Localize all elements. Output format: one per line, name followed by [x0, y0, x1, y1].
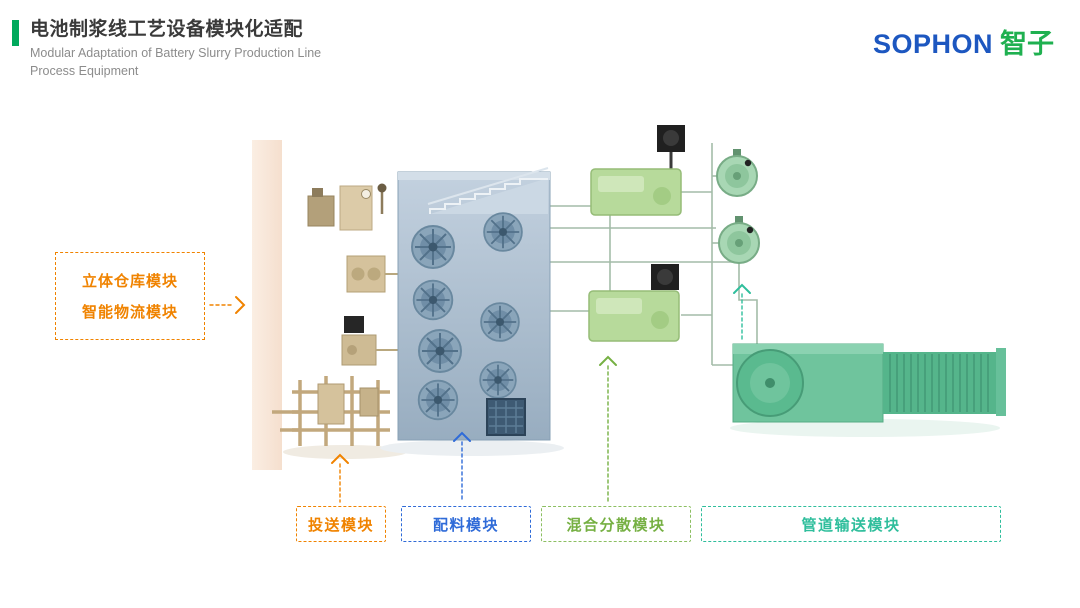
- batching-module-equipment: [380, 167, 564, 456]
- warehouse-arrow-icon: [209, 296, 246, 314]
- logo-brand-cn: 智子: [1000, 29, 1054, 59]
- mixing-module-equipment: [588, 125, 760, 342]
- warehouse-label-line1: 立体仓库模块: [81, 273, 178, 290]
- warehouse-logistics-label: 立体仓库模块 智能物流模块: [55, 252, 205, 340]
- pipes: [548, 143, 758, 366]
- warehouse-strip: [252, 140, 282, 470]
- logo-brand-en: SOPHON: [872, 29, 993, 59]
- pipeline-module-label-text: 管道输送模块: [801, 516, 901, 534]
- mixing-arrow-icon: [599, 355, 617, 503]
- batching-module-label-text: 配料模块: [432, 516, 499, 534]
- arrows: [209, 283, 751, 503]
- subtitle-line2: Process Equipment: [30, 64, 139, 79]
- pipeline-module-equipment: [730, 343, 1006, 437]
- pipeline-module-label: 管道输送模块: [701, 506, 1001, 542]
- page-title: 电池制浆线工艺设备模块化适配: [30, 19, 304, 40]
- feeding-module-label-text: 投送模块: [307, 516, 374, 534]
- mixing-module-label: 混合分散模块: [541, 506, 691, 542]
- accent-bar: [12, 20, 19, 46]
- page-subtitle: Modular Adaptation of Battery Slurry Pro…: [30, 44, 321, 80]
- feeding-module-equipment: [272, 183, 407, 459]
- batching-module-label: 配料模块: [401, 506, 531, 542]
- subtitle-line1: Modular Adaptation of Battery Slurry Pro…: [30, 46, 322, 60]
- mixing-module-label-text: 混合分散模块: [566, 516, 666, 534]
- batching-arrow-icon: [453, 431, 471, 503]
- pipeline-arrow-icon: [733, 283, 751, 341]
- feeding-arrow-icon: [331, 453, 349, 503]
- warehouse-label-line2: 智能物流模块: [81, 304, 178, 321]
- feeding-module-label: 投送模块: [296, 506, 386, 542]
